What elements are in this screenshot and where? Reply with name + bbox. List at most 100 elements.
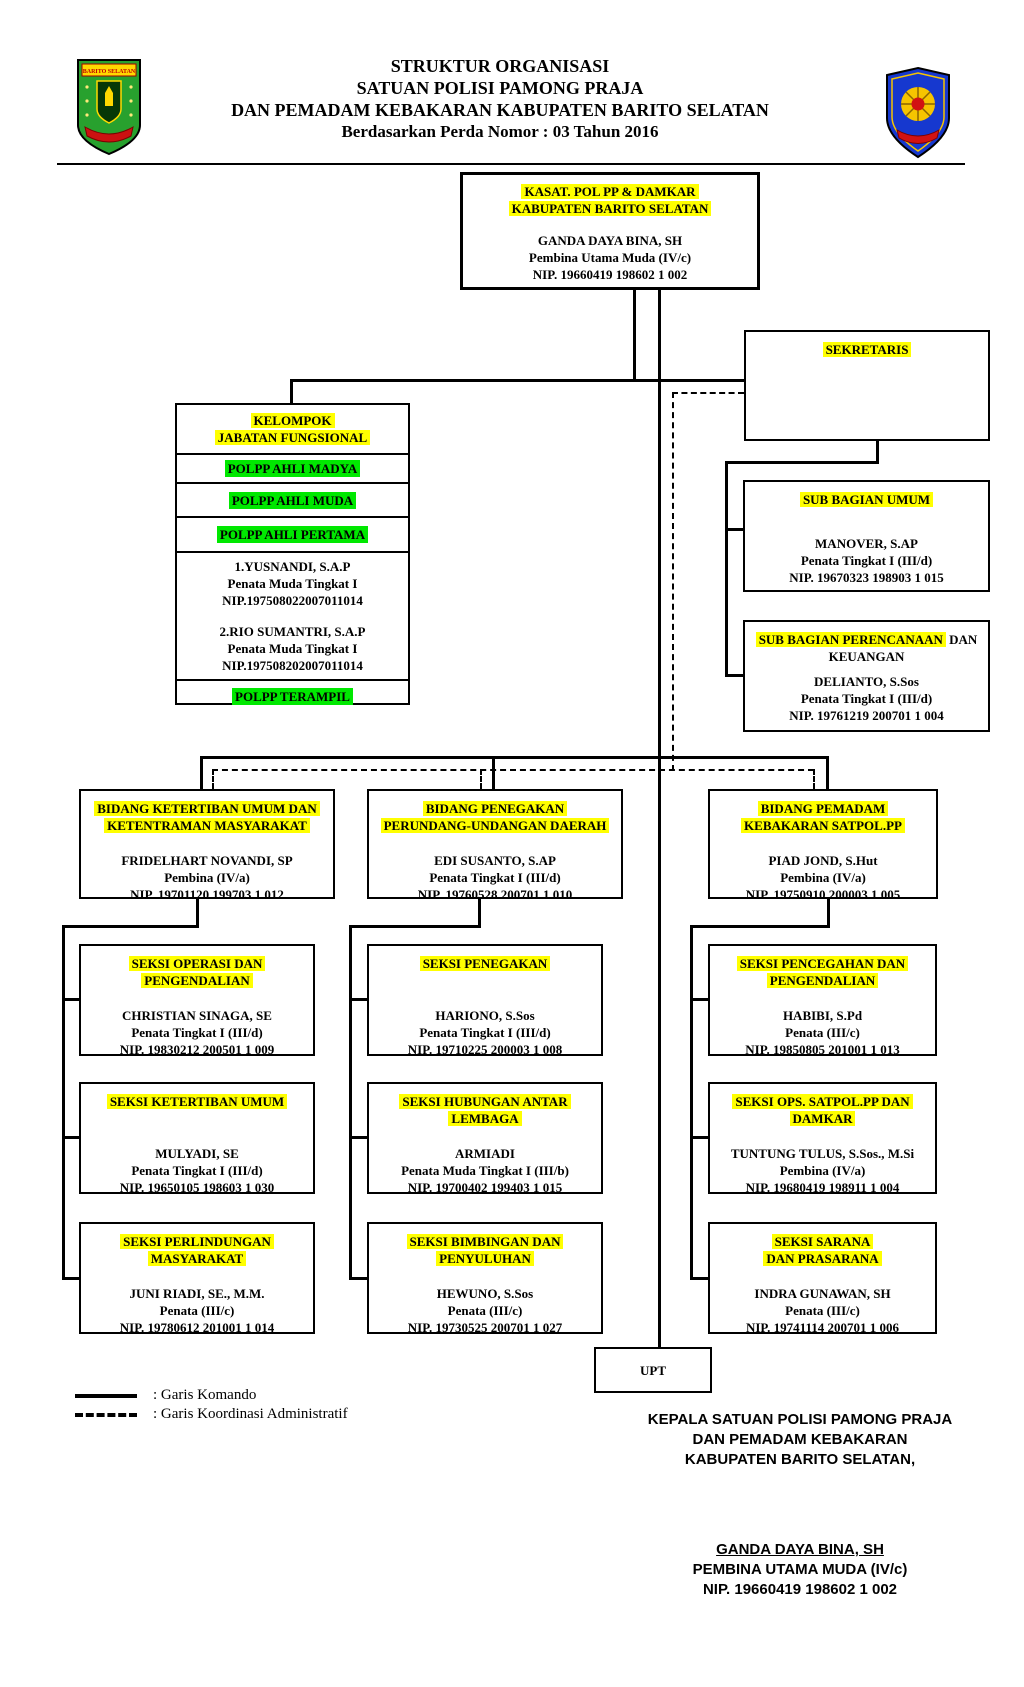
box-title: PERUNDANG-UNDANGAN DAERAH [380,818,610,833]
person-nip: NIP. 19830212 200501 1 009 [119,1042,275,1057]
person-rank: Penata (III/c) [159,1303,235,1318]
komando-line [62,1277,80,1280]
row-label: POLPP TERAMPIL [232,687,353,705]
komando-line [690,925,693,1280]
person-name: PIAD JOND, S.Hut [768,853,878,868]
person-rank: Penata Muda Tingkat I (III/b) [401,1163,569,1178]
box-title: KABUPATEN BARITO SELATAN [508,201,712,216]
box-title: UPT [640,1362,666,1378]
person-name: HARIONO, S.Sos [435,1008,535,1023]
box-title: DAN PRASARANA [763,1251,882,1266]
person-rank: Penata Tingkat I (III/d) [800,553,933,568]
person-nip: NIP. 19760528 200701 1 010 [417,887,573,902]
person-rank: Penata Tingkat I (III/d) [131,1163,263,1178]
komando-line [690,998,709,1001]
box-title: LEMBAGA [448,1111,522,1126]
box-title: KEBAKARAN SATPOL.PP [741,818,905,833]
org-box-seksi-perlindungan: SEKSI PERLINDUNGAN MASYARAKAT JUNI RIADI… [79,1222,315,1335]
person-name: HABIBI, S.Pd [782,1008,863,1023]
person-nip: NIP. 19761219 200701 1 004 [789,708,944,723]
page-title: STRUKTUR ORGANISASI SATUAN POLISI PAMONG… [150,55,850,143]
org-box-seksi-operasi: SEKSI OPERASI DAN PENGENDALIAN CHRISTIAN… [79,944,315,1057]
koordinasi-line [672,392,674,771]
komando-line [725,674,743,677]
crest-shield-icon: BARITO SELATAN [77,59,141,156]
person-rank: Penata Tingkat I (III/d) [429,870,561,885]
box-title: SEKSI OPS. SATPOL.PP DAN [732,1094,913,1109]
komando-line [478,899,481,928]
box-title: KELOMPOK [250,413,335,428]
komando-line [349,1277,368,1280]
person-nip: NIP. 19660419 198602 1 002 [532,267,688,282]
legend-komando: : Garis Komando [75,1387,256,1404]
org-box-bidang-ketertiban: BIDANG KETERTIBAN UMUM DAN KETENTRAMAN M… [79,789,335,902]
signature-line3: KABUPATEN BARITO SELATAN, [684,1451,916,1468]
box-title: JABATAN FUNGSIONAL [214,430,371,445]
org-box-sub-bagian-umum: SUB BAGIAN UMUM MANOVER, S.AP Penata Tin… [743,480,990,592]
header-divider [57,163,965,165]
koordinasi-line [212,769,214,789]
row-label: POLPP AHLI PERTAMA [216,526,369,543]
org-box-bidang-penegakan: BIDANG PENEGAKAN PERUNDANG-UNDANGAN DAER… [367,789,623,902]
signature-nip: NIP. 19660419 198602 1 002 [702,1581,898,1598]
box-title: SEKSI PERLINDUNGAN [120,1234,274,1249]
person-nip: NIP. 19680419 198911 1 004 [745,1180,900,1195]
kelompok-row-madya: POLPP AHLI MADYA [177,453,408,482]
person-rank: Penata Muda Tingkat I [227,576,358,591]
box-title: SEKSI SARANA [771,1234,874,1249]
org-box-seksi-ops-satpol: SEKSI OPS. SATPOL.PP DAN DAMKAR TUNTUNG … [708,1082,937,1195]
person-name: TUNTUNG TULUS, S.Sos., M.Si [730,1146,915,1161]
box-title-rest: DAN [945,632,978,647]
person-rank: Penata (III/c) [785,1025,860,1040]
person-nip: NIP. 19650105 198603 1 030 [119,1180,275,1195]
komando-line [690,925,830,928]
page-title-line3: DAN PEMADAM KEBAKARAN KABUPATEN BARITO S… [231,100,769,120]
signature-block: KEPALA SATUAN POLISI PAMONG PRAJA DAN PE… [600,1410,1000,1600]
box-title: KEUANGAN [828,649,905,664]
person-nip: NIP. 19710225 200003 1 008 [407,1042,563,1057]
person-nip: NIP. 19741114 200701 1 006 [745,1320,899,1335]
person-rank: Pembina (IV/a) [780,870,866,885]
org-box-seksi-pencegahan: SEKSI PENCEGAHAN DAN PENGENDALIAN HABIBI… [708,944,937,1057]
box-title: PENYULUHAN [436,1251,534,1266]
person-name: EDI SUSANTO, S.AP [434,853,556,868]
komando-line [349,925,481,928]
komando-line-sample [75,1393,137,1398]
box-title: KETENTRAMAN MASYARAKAT [104,818,310,833]
person-nip: NIP. 19730525 200701 1 027 [407,1320,563,1335]
row-label: POLPP AHLI MADYA [224,460,361,477]
person-name: MULYADI, SE [155,1146,239,1161]
person-nip: NIP.197508022007011014 [222,593,363,608]
org-box-seksi-hubungan-antar-lembaga: SEKSI HUBUNGAN ANTAR LEMBAGA ARMIADI Pen… [367,1082,603,1195]
person-rank: Pembina (IV/a) [779,1163,866,1178]
komando-line [725,461,728,677]
person-name: JUNI RIADI, SE., M.M. [129,1286,265,1301]
box-title: SEKRETARIS [822,342,912,357]
signature-rank: PEMBINA UTAMA MUDA (IV/c) [692,1561,908,1578]
org-box-sub-bagian-perencanaan: SUB BAGIAN PERENCANAAN DAN KEUANGAN DELI… [743,620,990,732]
box-title: KASAT. POL PP & DAMKAR [521,184,699,199]
person-nip: NIP. 19750910 200003 1 005 [745,887,901,902]
person-nip: NIP. 19701120 199703 1 012 [130,887,284,902]
box-title: SEKSI KETERTIBAN UMUM [106,1094,288,1109]
person-rank: Penata (III/c) [785,1303,860,1318]
kelompok-row-muda: POLPP AHLI MUDA [177,482,408,516]
org-box-bidang-pemadam: BIDANG PEMADAM KEBAKARAN SATPOL.PP PIAD … [708,789,938,902]
person-nip: NIP. 19700402 199403 1 015 [407,1180,563,1195]
box-title: PENGENDALIAN [141,973,253,988]
komando-line [827,899,830,928]
org-box-kasat: KASAT. POL PP & DAMKAR KABUPATEN BARITO … [460,172,760,290]
komando-line [725,461,879,464]
person-nip: NIP.197508202007011014 [222,658,363,673]
org-box-upt: UPT [594,1347,712,1393]
person-rank: Penata (III/c) [447,1303,523,1318]
org-box-sekretaris: SEKRETARIS [744,330,990,441]
box-title: MASYARAKAT [147,1251,247,1266]
person-name: GANDA DAYA BINA, SH [537,233,683,248]
komando-line [826,756,829,789]
org-box-seksi-bimbingan: SEKSI BIMBINGAN DAN PENYULUHAN HEWUNO, S… [367,1222,603,1335]
komando-line [349,1136,368,1139]
person-nip: NIP. 19670323 198903 1 015 [789,570,944,585]
org-box-kelompok-jabatan-fungsional: KELOMPOK JABATAN FUNGSIONAL POLPP AHLI M… [175,403,410,705]
